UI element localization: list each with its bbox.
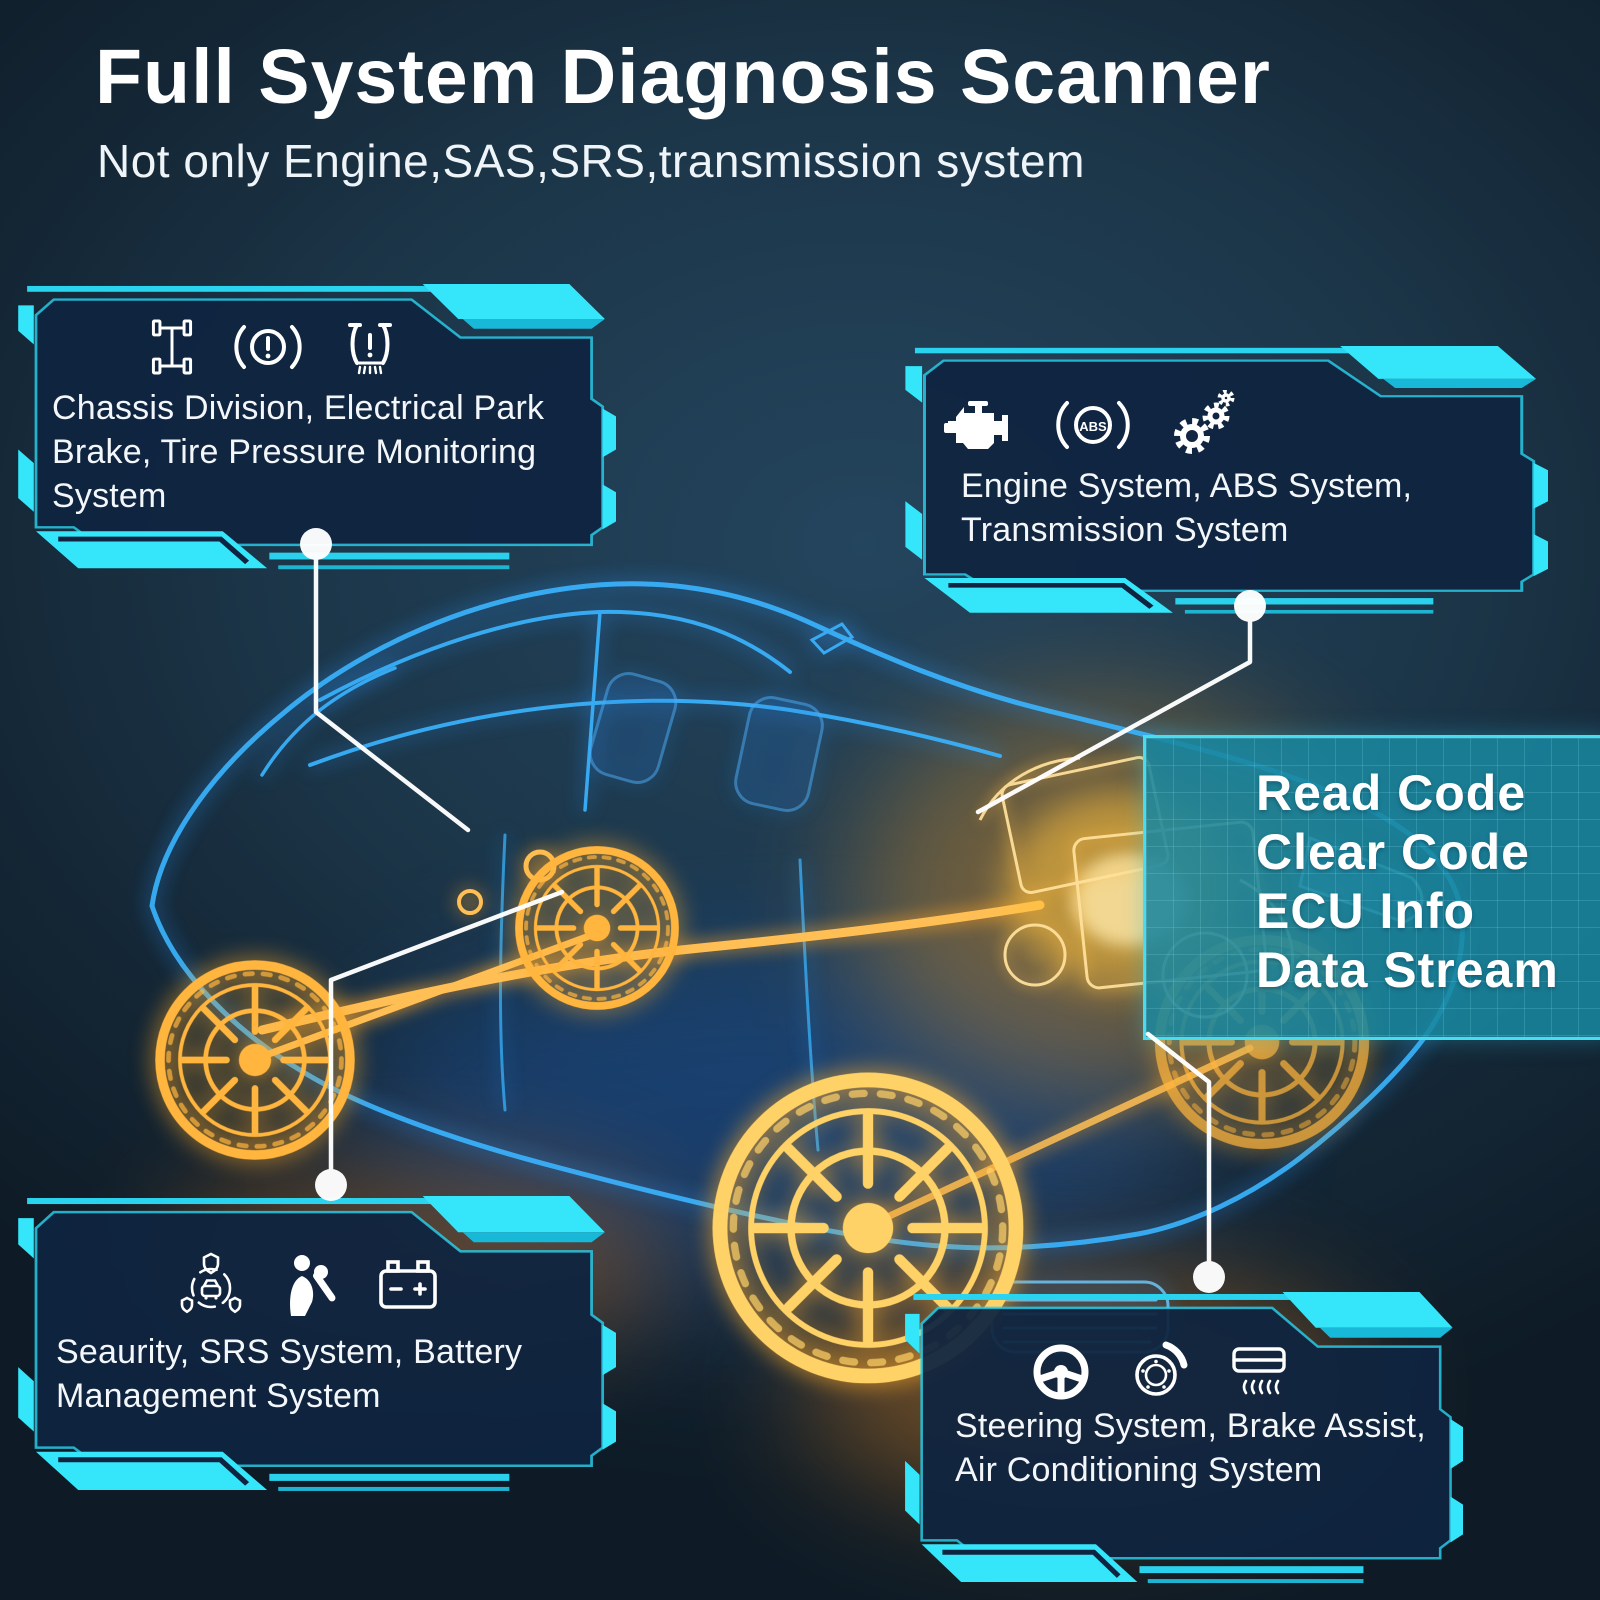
battery-icon	[379, 1260, 437, 1309]
callout-engine: ABS Engine System, ABS System, Transmiss…	[903, 346, 1548, 620]
callout-icon-row	[100, 1248, 520, 1320]
callout-icon-row	[76, 312, 472, 382]
callout-text: Chassis Division, Electrical Park Brake,…	[52, 389, 545, 515]
callout-text: Steering System, Brake Assist, Air Condi…	[955, 1407, 1426, 1489]
callout-security: Seaurity, SRS System, Battery Management…	[16, 1196, 616, 1498]
callout-text: Engine System, ABS System, Transmission …	[961, 467, 1413, 549]
page-title: Full System Diagnosis Scanner	[95, 34, 1271, 120]
security-icon	[180, 1252, 242, 1314]
feature-panel: Read Code Clear Code ECU Info Data Strea…	[1143, 735, 1600, 1040]
callout-chassis: Chassis Division, Electrical Park Brake,…	[16, 284, 616, 576]
brake-warning-icon	[234, 325, 302, 369]
tire-pressure-icon	[348, 323, 392, 375]
page-subtitle: Not only Engine,SAS,SRS,transmission sys…	[97, 135, 1085, 188]
abs-label: ABS	[1079, 419, 1107, 434]
feature-line: Clear Code	[1256, 824, 1530, 880]
feature-line: ECU Info	[1256, 883, 1476, 939]
callout-steering: Steering System, Brake Assist, Air Condi…	[903, 1292, 1463, 1590]
srs-airbag-icon	[290, 1255, 336, 1316]
header: Full System Diagnosis Scanner Not only E…	[95, 34, 1271, 188]
chassis-icon	[151, 319, 193, 375]
air-conditioning-icon	[1231, 1347, 1286, 1395]
callout-icon-row	[937, 1334, 1385, 1410]
feature-line: Read Code	[1256, 765, 1527, 821]
brake-disc-icon	[1134, 1341, 1188, 1396]
check-engine-icon	[944, 401, 1009, 449]
callout-text: Seaurity, SRS System, Battery Management…	[56, 1333, 523, 1415]
feature-line: Data Stream	[1256, 942, 1559, 998]
steering-wheel-icon	[1033, 1344, 1089, 1400]
callout-icon-row: ABS	[916, 386, 1264, 464]
abs-icon: ABS	[1056, 401, 1130, 449]
gears-icon	[1174, 390, 1235, 454]
